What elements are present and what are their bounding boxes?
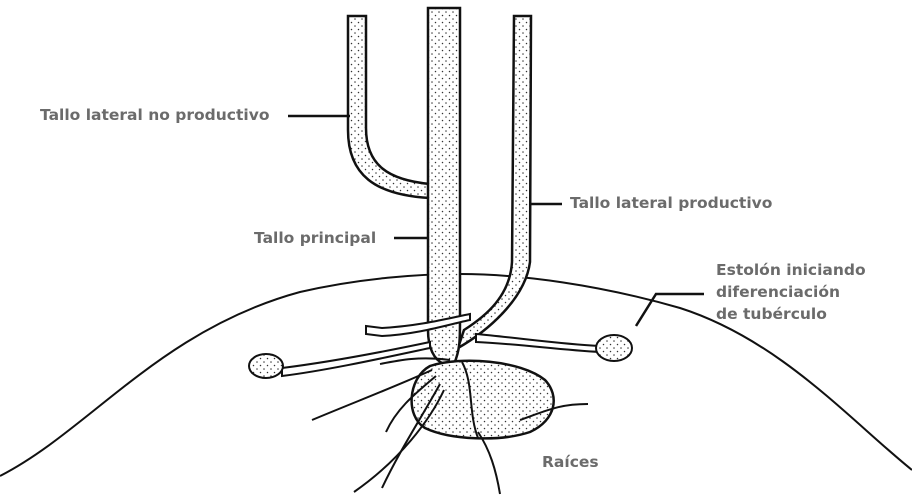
tallo-principal-shape xyxy=(428,8,460,364)
label-raices: Raíces xyxy=(542,451,599,473)
label-estolon-line-2: diferenciación xyxy=(716,281,866,303)
tuberculo-semilla xyxy=(412,361,554,439)
estolon-derecho xyxy=(476,334,600,352)
tallo-lateral-productivo-shape xyxy=(458,16,531,348)
label-estolon: Estolón iniciando diferenciación de tubé… xyxy=(716,259,866,325)
label-estolon-line-1: Estolón iniciando xyxy=(716,259,866,281)
label-tallo-lateral-productivo: Tallo lateral productivo xyxy=(570,192,772,214)
label-tallo-principal: Tallo principal xyxy=(254,227,376,249)
tuberculo-izquierdo xyxy=(249,354,283,378)
label-estolon-line-3: de tubérculo xyxy=(716,303,866,325)
tallo-lateral-no-productivo-shape xyxy=(348,16,430,198)
label-tallo-lateral-no-productivo: Tallo lateral no productivo xyxy=(40,104,269,126)
tuberculo-derecho xyxy=(596,335,632,361)
